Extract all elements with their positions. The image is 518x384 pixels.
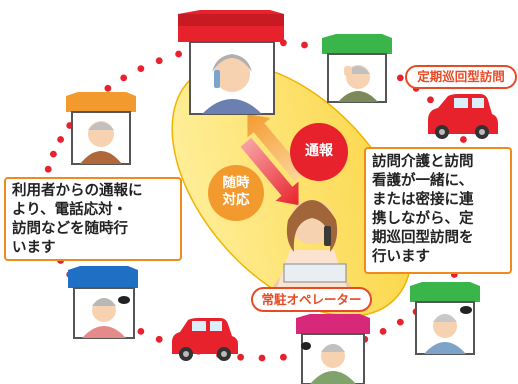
visit-box-line: 期巡回型訪問を <box>372 230 474 246</box>
user-box-line: 訪問などを随時行 <box>12 221 128 237</box>
route-dot <box>50 150 57 158</box>
route-dot <box>258 354 266 362</box>
route-dot <box>301 41 308 49</box>
worry-bubble-icon <box>301 342 311 350</box>
route-dot <box>175 50 183 58</box>
route-dot <box>137 328 145 335</box>
route-dot <box>280 353 287 361</box>
elderly-man-worried-icon <box>310 344 356 384</box>
house-top-center <box>178 10 284 115</box>
visit-box-line: 携しながら、定 <box>372 211 474 227</box>
route-dot <box>379 328 387 335</box>
worry-bubble-icon <box>460 306 472 314</box>
route-dot <box>396 74 404 82</box>
elderly-man-headache-icon <box>338 65 378 102</box>
visit-box-line: 訪問介護と訪問 <box>372 154 474 170</box>
route-dot <box>460 136 467 143</box>
visit-box-line: または密接に連 <box>372 192 474 208</box>
operator-icon <box>272 200 352 290</box>
visit-box-line: 行います <box>372 249 430 265</box>
visit-description: 訪問介護と訪問 看護が一緒に、 または密接に連 携しながら、定 期巡回型訪問を … <box>364 147 512 274</box>
route-dot <box>44 165 52 173</box>
route-dot <box>57 136 64 143</box>
operator-label: 常駐オペレーター <box>251 287 372 312</box>
elderly-woman-troubled-icon <box>82 298 126 338</box>
worry-bubble-icon <box>118 296 130 304</box>
route-dot <box>155 57 163 65</box>
respond-line: 対応 <box>222 192 250 208</box>
house-top-right <box>322 34 392 103</box>
user-report-description: 利用者からの通報に より、電話応対・ 訪問などを随時行 います <box>4 177 182 261</box>
patrol-visit-label: 定期巡回型訪問 <box>405 65 517 89</box>
route-dot <box>396 318 404 326</box>
route-dot <box>155 335 163 343</box>
respond-bubble: 随時 対応 <box>208 165 264 221</box>
route-dot <box>427 96 434 104</box>
house-bottom-left <box>68 266 138 339</box>
patrol-car-icon <box>428 94 498 139</box>
user-box-line: より、電話応対・ <box>12 202 128 218</box>
house-left <box>66 92 136 165</box>
respond-arrow <box>247 113 306 182</box>
house-bottom-center <box>296 314 370 384</box>
respond-line: 随時 <box>222 175 250 191</box>
user-box-line: います <box>12 240 56 256</box>
house-bottom-right <box>410 282 480 355</box>
visit-box-line: 看護が一緒に、 <box>372 173 474 189</box>
report-bubble: 通報 <box>290 123 348 181</box>
elderly-woman-icon <box>424 314 466 354</box>
route-dot <box>120 74 128 82</box>
route-dot <box>104 84 112 92</box>
user-box-line: 利用者からの通報に <box>12 183 143 199</box>
report-arrow <box>240 137 299 206</box>
elderly-man-icon <box>80 121 122 164</box>
route-dot <box>237 353 245 361</box>
route-dot <box>137 65 145 72</box>
elderly-woman-phone-icon <box>202 54 262 114</box>
visit-car-icon <box>172 318 238 361</box>
